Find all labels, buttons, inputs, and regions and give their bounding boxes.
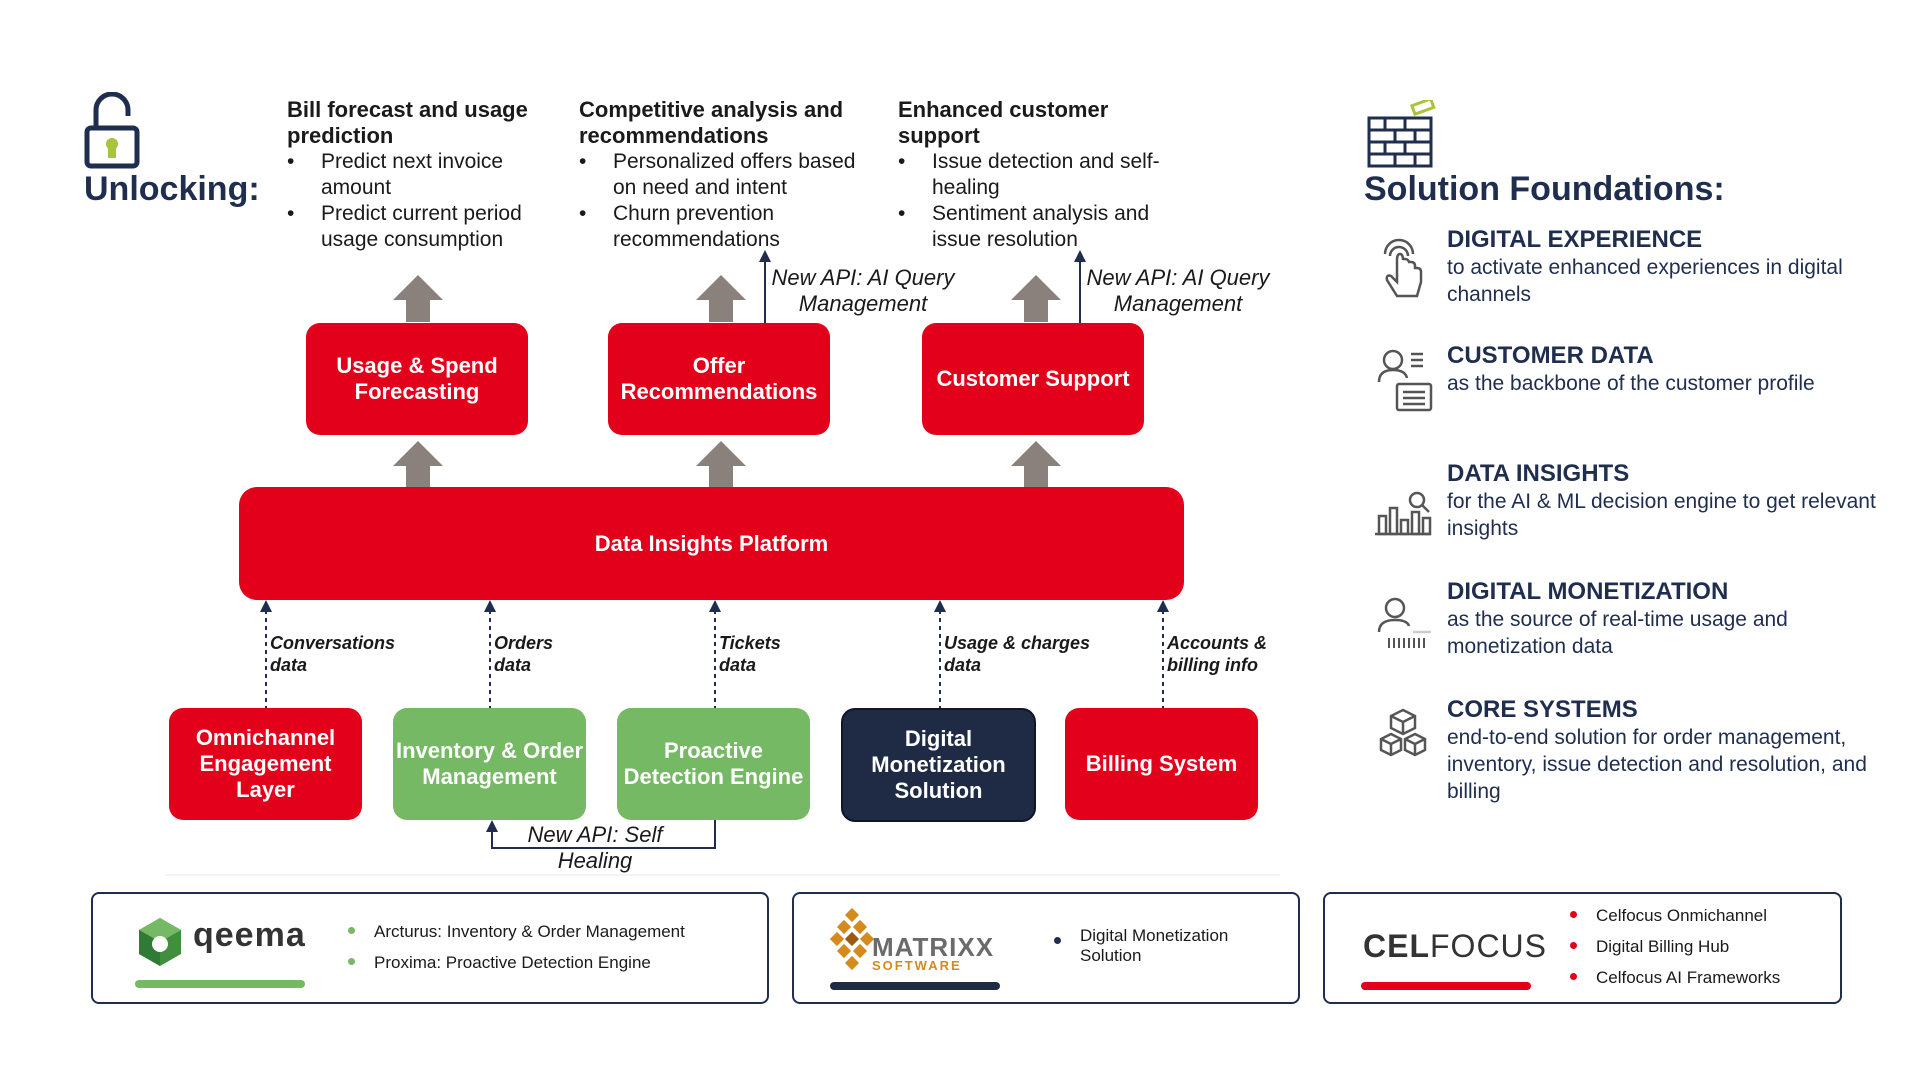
box-label: Inventory & Order Management [395, 738, 584, 789]
partner-item: Digital Monetization Solution [1054, 926, 1254, 966]
card-title: Competitive analysis and recommendations [579, 97, 844, 148]
foundation-customer-data: CUSTOMER DATA as the backbone of the cus… [1447, 342, 1887, 397]
matrixx-underline [830, 982, 1000, 990]
customer-support-box: Customer Support [922, 323, 1144, 435]
celfocus-logo-light: FOCUS [1430, 928, 1547, 964]
box-label: Offer Recommendations [620, 353, 818, 404]
matrixx-emblem-icon [829, 907, 875, 977]
api-label-ai-query-offer: New API: AI Query Management [771, 265, 955, 316]
matrixx-logo: MATRIXX [872, 932, 995, 962]
foundation-desc: for the AI & ML decision engine to get r… [1447, 490, 1876, 540]
card-bill-forecast: Bill forecast and usage prediction Predi… [287, 97, 547, 253]
api-label-self-healing: New API: Self Healing [527, 822, 663, 873]
celfocus-logo-bold: CEL [1363, 928, 1430, 964]
arrow-offer-up [696, 275, 746, 322]
box-label: Billing System [1085, 751, 1238, 776]
card-title: Enhanced customer support [898, 97, 1109, 148]
card-bullet: Churn prevention recommendations [579, 201, 879, 253]
proactive-detection-box: Proactive Detection Engine [617, 708, 810, 820]
padlock-icon [84, 91, 140, 175]
card-title: Bill forecast and usage prediction [287, 97, 528, 148]
card-bullet: Predict next invoice amount [287, 149, 547, 201]
flow-label-conversations: Conversations data [270, 633, 396, 675]
foundation-title: CUSTOMER DATA [1447, 342, 1654, 369]
celfocus-logo: CELFOCUS [1363, 928, 1547, 965]
arrow-platform-forecast [393, 441, 443, 488]
foundation-title: DIGITAL EXPERIENCE [1447, 226, 1703, 253]
partner-item: Arcturus: Inventory & Order Management [348, 916, 685, 947]
matrixx-logo-sub: SOFTWARE [872, 958, 962, 973]
partner-panel-celfocus: CELFOCUS Celfocus Onmichannel Digital Bi… [1323, 892, 1842, 1004]
partner-panel-qeema: qeema Arcturus: Inventory & Order Manage… [91, 892, 769, 1004]
data-insights-platform: Data Insights Platform [239, 487, 1184, 600]
partner-item: Proxima: Proactive Detection Engine [348, 947, 685, 978]
box-label: Digital Monetization Solution [871, 726, 1006, 803]
celfocus-underline [1361, 982, 1531, 990]
flow-label-orders: Orders data [494, 633, 554, 675]
usage-spend-forecasting-box: Usage & Spend Forecasting [306, 323, 528, 435]
qeema-logo: qeema [193, 916, 306, 954]
platform-label: Data Insights Platform [594, 530, 829, 556]
card-bullet: Predict current period usage consumption [287, 201, 547, 253]
arrow-forecast-up [393, 275, 443, 322]
card-bullet: Personalized offers based on need and in… [579, 149, 879, 201]
card-bullet: Sentiment analysis and issue resolution [898, 201, 1188, 253]
monetization-icon [1377, 596, 1433, 657]
foundation-title: DIGITAL MONETIZATION [1447, 578, 1729, 605]
card-customer-support: Enhanced customer support Issue detectio… [898, 97, 1188, 253]
card-bullet: Issue detection and self-healing [898, 149, 1188, 201]
api-label-ai-query-support: New API: AI Query Management [1086, 265, 1270, 316]
flow-label-tickets: Tickets data [719, 633, 781, 675]
upward-block-arrows [393, 275, 1061, 488]
flow-label-accounts-billing: Accounts & billing info [1167, 633, 1268, 675]
api-connector-lines [486, 250, 1086, 849]
flow-label-usage-charges: Usage & charges data [944, 633, 1091, 675]
foundation-desc: end-to-end solution for order management… [1447, 726, 1867, 803]
foundation-desc: as the backbone of the customer profile [1447, 372, 1815, 395]
foundation-title: CORE SYSTEMS [1447, 696, 1638, 723]
foundation-digital-monetization: DIGITAL MONETIZATION as the source of re… [1447, 578, 1887, 660]
cubes-icon [1377, 708, 1429, 767]
foundation-core-systems: CORE SYSTEMS end-to-end solution for ord… [1447, 696, 1887, 805]
arrow-platform-support [1011, 441, 1061, 488]
billing-system-box: Billing System [1065, 708, 1258, 820]
foundation-desc: to activate enhanced experiences in digi… [1447, 256, 1843, 306]
box-label: Proactive Detection Engine [623, 738, 804, 789]
digital-monetization-box: Digital Monetization Solution [841, 708, 1036, 822]
partner-item: Digital Billing Hub [1570, 931, 1780, 962]
offer-recommendations-box: Offer Recommendations [608, 323, 830, 435]
foundation-data-insights: DATA INSIGHTS for the AI & ML decision e… [1447, 460, 1887, 542]
touch-icon [1377, 238, 1425, 307]
foundations-heading: Solution Foundations: [1364, 170, 1725, 208]
qeema-cube-icon [135, 916, 185, 971]
data-flow-lines [260, 600, 1169, 710]
box-label: Customer Support [936, 366, 1130, 391]
foundation-desc: as the source of real-time usage and mon… [1447, 608, 1788, 658]
brick-wall-icon [1367, 96, 1437, 175]
card-competitive-analysis: Competitive analysis and recommendations… [579, 97, 879, 253]
partner-item: Celfocus Onmichannel [1570, 900, 1780, 931]
inventory-order-box: Inventory & Order Management [393, 708, 586, 820]
qeema-underline [135, 980, 305, 988]
unlocking-heading: Unlocking: [84, 170, 260, 208]
partner-item: Celfocus AI Frameworks [1570, 962, 1780, 993]
box-label: Usage & Spend Forecasting [336, 353, 498, 404]
analytics-icon [1373, 490, 1433, 541]
omnichannel-engagement-box: Omnichannel Engagement Layer [169, 708, 362, 820]
foundation-digital-experience: DIGITAL EXPERIENCE to activate enhanced … [1447, 226, 1887, 308]
foundation-title: DATA INSIGHTS [1447, 460, 1630, 487]
partner-panel-matrixx: MATRIXX SOFTWARE Digital Monetization So… [792, 892, 1300, 1004]
arrow-platform-offer [696, 441, 746, 488]
box-label: Omnichannel Engagement Layer [195, 725, 336, 802]
customer-profile-icon [1377, 348, 1433, 419]
arrow-support-up [1011, 275, 1061, 322]
